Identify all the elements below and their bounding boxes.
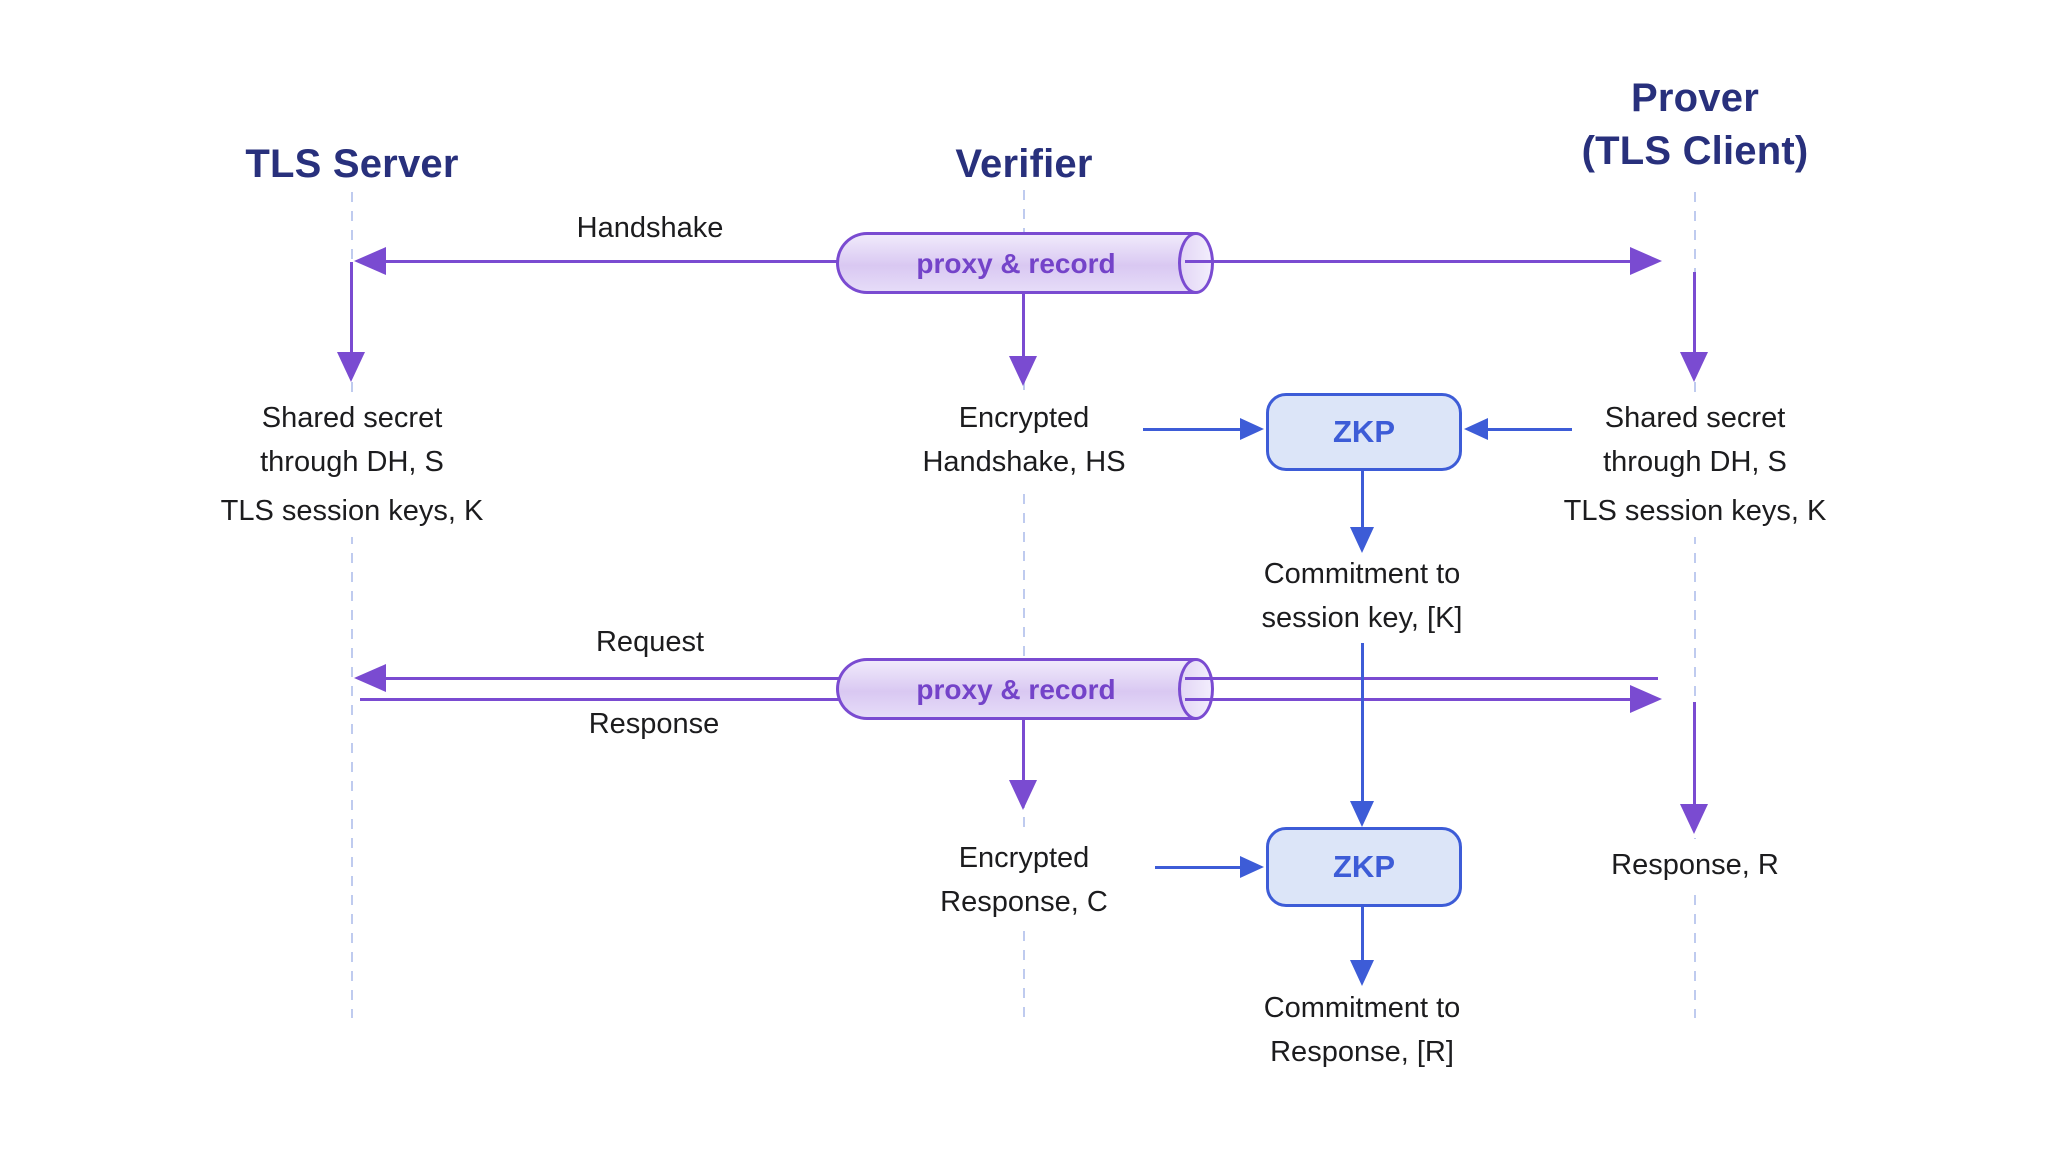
prover-down-arrowhead-1 <box>1680 352 1708 382</box>
commitment-to-zkp2-line <box>1361 643 1364 803</box>
request-line-left <box>382 677 842 680</box>
zkp-box-1: ZKP <box>1266 393 1462 471</box>
zkp2-output-line <box>1361 907 1364 962</box>
zkp2-input-left-arrowhead <box>1240 856 1264 878</box>
prover-subtitle-text: (TLS Client) <box>1581 129 1809 173</box>
actor-title-tls-server: TLS Server <box>245 138 458 191</box>
verifier-lifeline <box>1023 190 1025 1018</box>
zkp1-output-arrowhead <box>1350 527 1374 553</box>
verifier-down-arrowhead-2 <box>1009 780 1037 810</box>
prover-session-keys-note: TLS session keys, K <box>1551 485 1839 537</box>
prover-down-arrow-line-1 <box>1693 272 1696 354</box>
zkp1-output-line <box>1361 471 1364 529</box>
prover-down-arrowhead-2 <box>1680 804 1708 834</box>
proxy-record-pipe-1-cap <box>1178 232 1214 294</box>
zkp-box-2: ZKP <box>1266 827 1462 907</box>
proxy-record-pipe-1-label: proxy & record <box>916 248 1116 279</box>
proxy-record-pipe-2-cap <box>1178 658 1214 720</box>
response-arrowhead-right <box>1630 685 1662 713</box>
zkp1-label: ZKP <box>1333 414 1395 449</box>
handshake-line-right <box>1185 260 1630 263</box>
handshake-arrowhead-right <box>1630 247 1662 275</box>
server-session-keys-note: TLS session keys, K <box>208 485 496 537</box>
request-arrowhead-left <box>354 664 386 692</box>
zkp2-label: ZKP <box>1333 849 1395 884</box>
verifier-down-arrowhead-1 <box>1009 356 1037 386</box>
response-line-right <box>1185 698 1630 701</box>
proxy-record-pipe-2-label: proxy & record <box>916 674 1116 705</box>
zkp2-input-left-line <box>1155 866 1243 869</box>
zkp2-output-arrowhead <box>1350 960 1374 986</box>
handshake-line-left <box>382 260 842 263</box>
prover-down-arrow-line-2 <box>1693 702 1696 806</box>
handshake-arrowhead-left <box>354 247 386 275</box>
zkp1-input-left-line <box>1143 428 1243 431</box>
verifier-encrypted-handshake-line1: Encrypted <box>958 402 1090 434</box>
request-line-right <box>1185 677 1658 680</box>
prover-title-text: Prover <box>1631 76 1759 120</box>
zkp1-input-left-arrowhead <box>1240 418 1264 440</box>
handshake-label: Handshake <box>576 212 724 244</box>
prover-lifeline <box>1694 192 1696 1018</box>
verifier-encrypted-response-note: Encrypted Response, C <box>928 832 1120 928</box>
prover-shared-secret-line2: through DH, S <box>1603 446 1787 478</box>
tls-server-title-text: TLS Server <box>245 142 459 186</box>
commitment-to-zkp2-arrowhead <box>1350 801 1374 827</box>
prover-shared-secret-line1: Shared secret <box>1604 402 1786 434</box>
server-shared-secret-note: Shared secret through DH, S <box>248 392 456 488</box>
server-shared-secret-line1: Shared secret <box>261 402 443 434</box>
tls-server-lifeline <box>351 192 353 1018</box>
server-down-arrowhead-1 <box>337 352 365 382</box>
actor-title-prover: Prover (TLS Client) <box>1582 72 1809 178</box>
proxy-record-pipe-2 <box>836 658 1196 720</box>
verifier-encrypted-response-line1: Encrypted <box>958 842 1090 874</box>
verifier-down-arrow-line-1 <box>1022 294 1025 358</box>
request-label: Request <box>595 626 705 658</box>
prover-shared-secret-note: Shared secret through DH, S <box>1591 392 1799 488</box>
verifier-encrypted-handshake-line2: Handshake, HS <box>922 446 1126 478</box>
commitment-session-key-note: Commitment to session key, [K] <box>1262 552 1463 640</box>
commitment-session-key-line2: session key, [K] <box>1261 602 1463 634</box>
server-shared-secret-line2: through DH, S <box>260 446 444 478</box>
response-label: Response <box>588 708 720 740</box>
response-line-left <box>360 698 842 701</box>
commitment-response-note: Commitment to Response, [R] <box>1264 986 1461 1074</box>
commitment-session-key-line1: Commitment to <box>1263 558 1461 590</box>
proxy-record-pipe-1 <box>836 232 1196 294</box>
verifier-encrypted-response-line2: Response, C <box>940 886 1108 918</box>
commitment-response-line2: Response, [R] <box>1270 1036 1454 1068</box>
actor-title-verifier: Verifier <box>955 138 1092 191</box>
zkp1-input-right-line <box>1487 428 1572 431</box>
verifier-down-arrow-line-2 <box>1022 720 1025 782</box>
commitment-response-line1: Commitment to <box>1263 992 1461 1024</box>
prover-response-note: Response, R <box>1599 839 1791 891</box>
zkp1-input-right-arrowhead <box>1464 418 1488 440</box>
verifier-encrypted-handshake-note: Encrypted Handshake, HS <box>910 392 1138 488</box>
verifier-title-text: Verifier <box>955 142 1093 186</box>
server-down-arrow-line-1 <box>350 262 353 354</box>
